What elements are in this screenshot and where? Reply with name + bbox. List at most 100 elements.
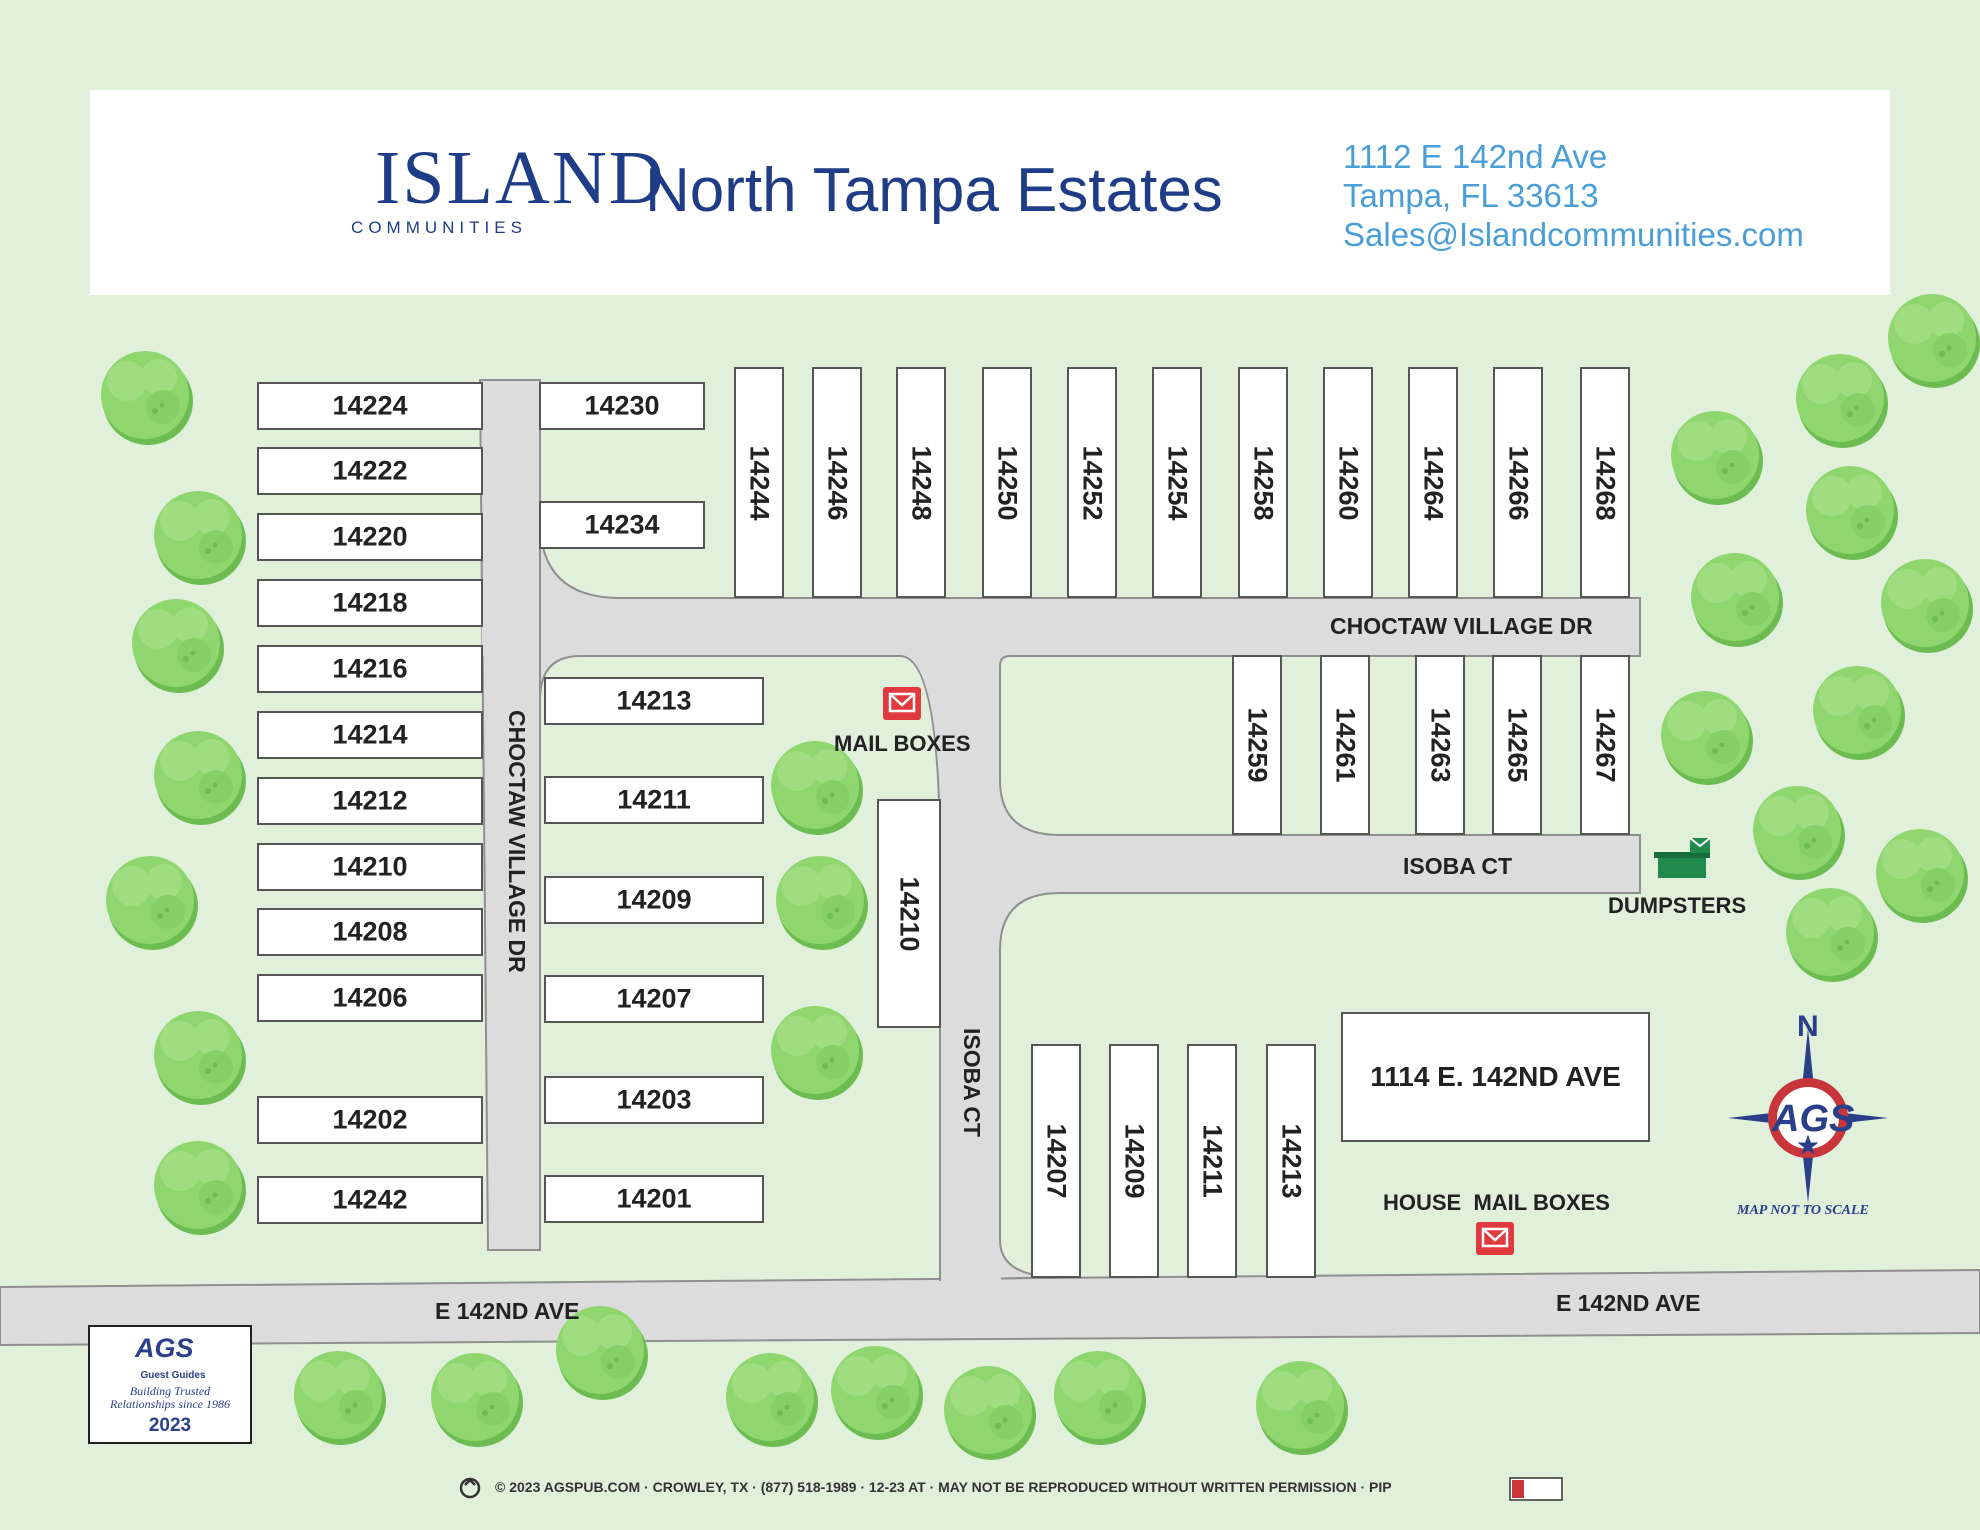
lots: [257, 367, 1650, 1278]
lot-parcel: [1109, 1044, 1159, 1278]
copyright-footer: © 2023 AGSPUB.COM · CROWLEY, TX · (877) …: [495, 1479, 1392, 1495]
lot-number: 14261: [1330, 707, 1361, 783]
street-label-isoba-ct: ISOBA CT: [1403, 853, 1513, 879]
lot-parcel: [1152, 367, 1202, 598]
lot-parcel: [1580, 655, 1630, 835]
tree: [154, 1141, 246, 1235]
ags-tagline-line-2: Relationships since 1986: [110, 1396, 230, 1411]
soy-ink-icon: [1509, 1477, 1563, 1501]
lot-parcel: [544, 677, 764, 725]
lot-parcel: [544, 1175, 764, 1223]
lot-number: 14211: [617, 784, 691, 815]
tree: [294, 1351, 386, 1445]
mail-boxes-label: MAIL BOXES: [834, 731, 971, 756]
lot-parcel: [544, 876, 764, 924]
tree: [431, 1353, 523, 1447]
tree: [726, 1353, 818, 1447]
tree: [1256, 1361, 1348, 1455]
lot-parcel: [257, 711, 483, 759]
compass-north-label: N: [1797, 1010, 1819, 1043]
lot-number: 14210: [894, 875, 925, 952]
street-label-e-142nd-ave-west: E 142ND AVE: [435, 1298, 580, 1324]
tree: [101, 351, 193, 445]
lot-number: 14259: [1242, 707, 1273, 783]
street-label-choctaw-village-dr-vertical: CHOCTAW VILLAGE DR: [504, 710, 530, 973]
road-choctaw-horizontal: [539, 519, 1641, 1282]
lot-number: 14210: [332, 851, 408, 882]
brand-subtitle: COMMUNITIES: [351, 218, 527, 237]
lot-number: 14244: [744, 444, 775, 521]
lot-number: 14212: [332, 785, 408, 816]
lot-parcel: [257, 974, 483, 1022]
dumpsters-label: DUMPSTERS: [1608, 893, 1747, 918]
lot-parcel: [1341, 1012, 1650, 1142]
lot-number: 14208: [332, 916, 408, 947]
lot-parcel: [1320, 655, 1370, 835]
lot-number: 14213: [616, 685, 692, 716]
lot-number: 14234: [584, 509, 660, 540]
lot-number: 14207: [616, 983, 692, 1014]
lot-parcel: [544, 776, 764, 824]
map-scale-note: MAP NOT TO SCALE: [1737, 1203, 1869, 1218]
ags-year: 2023: [148, 1415, 192, 1436]
tree: [154, 491, 246, 585]
lot-number: 14209: [616, 884, 692, 915]
tree: [1796, 354, 1888, 448]
lot-parcel: [896, 367, 946, 598]
lot-number: 14224: [332, 390, 408, 421]
lot-parcel: [1492, 655, 1542, 835]
tree: [106, 856, 198, 950]
lot-parcel: [1187, 1044, 1237, 1278]
lot-parcel: [1067, 367, 1117, 598]
lot-number: 14220: [332, 521, 408, 552]
lot-number: 14250: [992, 444, 1023, 521]
lot-number: 14265: [1502, 707, 1533, 783]
ags-tagline: Building Trusted Relationships since 198…: [100, 1385, 240, 1410]
lot-parcel: [1323, 367, 1373, 598]
lot-number: 14222: [332, 455, 408, 486]
tree: [944, 1366, 1036, 1460]
lot-number: 14218: [332, 587, 408, 618]
lot-number: 14216: [332, 653, 408, 684]
lot-parcel: [734, 367, 784, 598]
lot-parcel: [257, 843, 483, 891]
lot-number: 14260: [1333, 444, 1364, 521]
lot-number: 14230: [584, 390, 660, 421]
address-line-1: 1112 E 142nd Ave: [1343, 138, 1608, 175]
lot-number: 14254: [1162, 444, 1193, 521]
lot-parcel: [1580, 367, 1630, 598]
lot-number: 14248: [906, 444, 937, 521]
tree: [1881, 559, 1973, 653]
tree: [132, 599, 224, 693]
lot-parcel: [257, 1096, 483, 1144]
lot-number: 14202: [332, 1104, 408, 1135]
lot-parcel: [1232, 655, 1282, 835]
ags-guest-guides-badge: AGS Guest Guides Building Trusted Relati…: [88, 1325, 252, 1444]
tree: [1806, 466, 1898, 560]
lot-parcel: [877, 799, 941, 1028]
lot-number: 14209: [1119, 1123, 1150, 1199]
lot-parcel: [257, 447, 483, 495]
lot-number: 14211: [1197, 1124, 1228, 1198]
tree: [831, 1346, 923, 1440]
street-label-choctaw-village-dr: CHOCTAW VILLAGE DR: [1330, 613, 1593, 639]
community-title: North Tampa Estates: [645, 156, 1223, 225]
lot-parcel: [1408, 367, 1458, 598]
lot-parcel: [257, 645, 483, 693]
brand-logo-text: ISLAND: [375, 136, 666, 220]
recycle-icon: [459, 1477, 481, 1499]
lot-number: 14206: [332, 982, 408, 1013]
tree: [1753, 786, 1845, 880]
tree: [776, 856, 868, 950]
lot-parcel: [544, 1076, 764, 1124]
contact-email[interactable]: Sales@Islandcommunities.com: [1343, 216, 1804, 253]
ags-tagline-line-1: Building Trusted: [129, 1384, 211, 1398]
lot-parcel: [257, 777, 483, 825]
lot-number: 14267: [1590, 707, 1621, 783]
lot-parcel: [539, 501, 705, 549]
lot-number: 14258: [1248, 444, 1279, 521]
address-line-2: Tampa, FL 33613: [1343, 177, 1599, 214]
lot-number: 14207: [1041, 1123, 1072, 1199]
ags-subtitle: Guest Guides: [140, 1370, 206, 1381]
lot-parcel: [257, 382, 483, 430]
